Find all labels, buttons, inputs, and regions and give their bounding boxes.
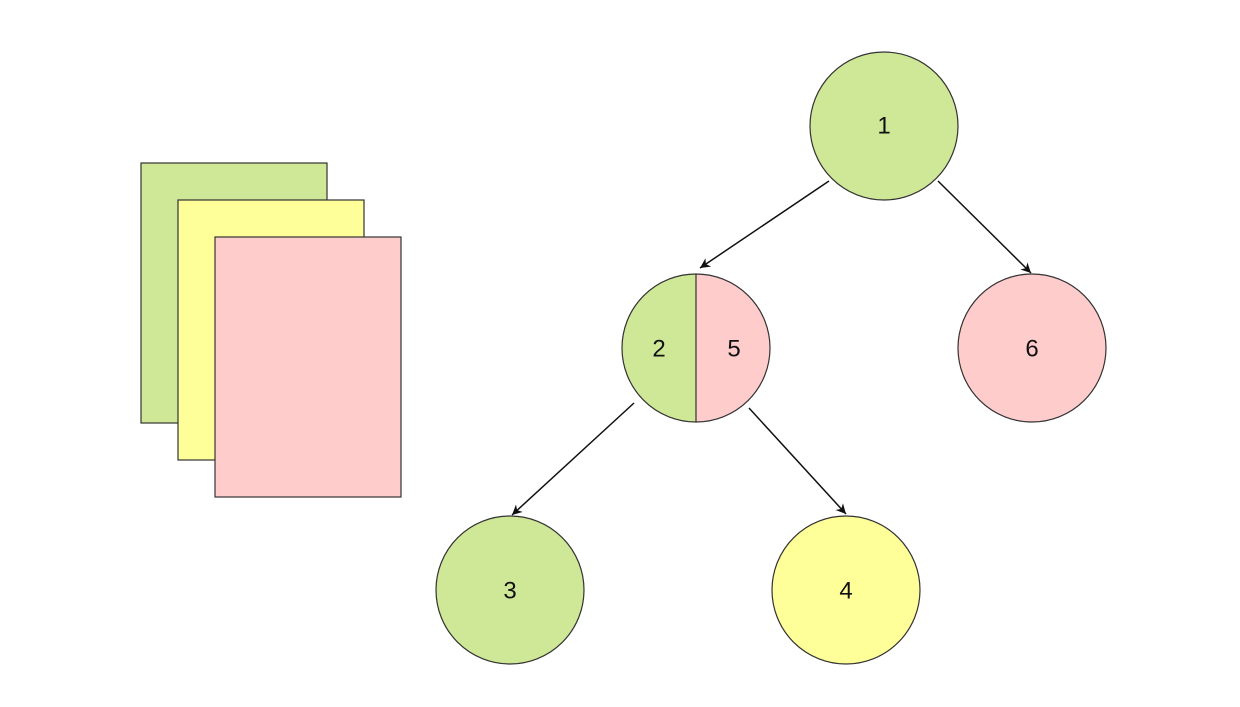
node-1-label: 1 (877, 112, 890, 139)
node-5-label: 5 (727, 335, 740, 362)
tree-edges (511, 180, 1032, 516)
edge-2-to-3 (511, 402, 635, 516)
node-3: 3 (435, 515, 585, 665)
node-6-circle (957, 273, 1107, 423)
edge-5-to-4 (748, 407, 847, 515)
node-1: 1 (809, 51, 959, 201)
node-5-half (696, 274, 770, 422)
node-4-label: 4 (839, 577, 852, 604)
node-6-label: 6 (1025, 335, 1038, 362)
node-3-circle (435, 515, 585, 665)
card-pink (214, 236, 402, 498)
node-6: 6 (957, 273, 1107, 423)
node-3-label: 3 (503, 577, 516, 604)
node-1-circle (809, 51, 959, 201)
node-4-circle (771, 515, 921, 665)
node-4: 4 (771, 515, 921, 665)
node-2-5: 2 5 (621, 273, 771, 423)
edge-1-to-2 (699, 180, 830, 269)
edge-1-to-6 (937, 180, 1032, 274)
node-2-label: 2 (652, 335, 665, 362)
node-2-half (622, 274, 696, 422)
card-stack (140, 162, 402, 498)
